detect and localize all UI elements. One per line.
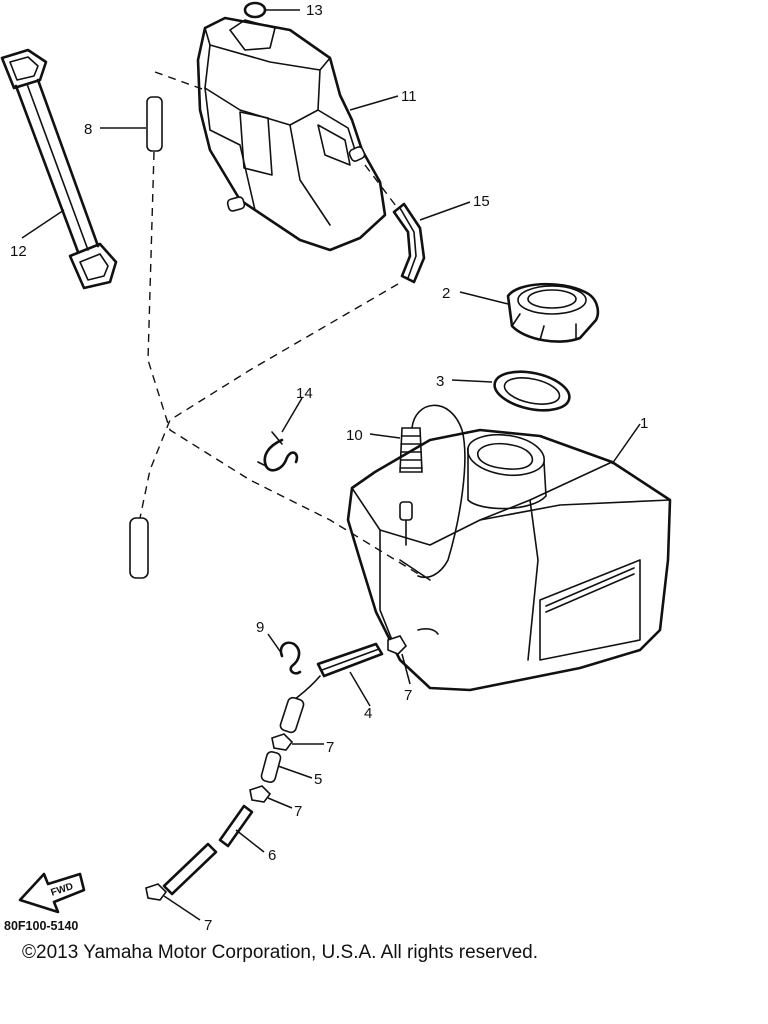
callout-15: 15 [473,193,490,210]
part-7-clamp-mid [271,733,324,751]
callout-5: 5 [314,771,322,788]
callout-14: 14 [296,385,313,402]
part-7-clamp-lower [249,785,293,809]
part-8-hose [100,71,421,576]
part-14-clip [257,397,303,472]
part-4-fuel-hose [279,642,384,734]
callout-12: 12 [10,243,27,260]
callout-1: 1 [640,415,648,432]
part-15-hose [129,164,471,579]
callout-13: 13 [306,2,323,19]
part-6-hose [162,804,265,896]
part-13-cap [243,1,300,19]
copyright-notice: ©2013 Yamaha Motor Corporation, U.S.A. A… [22,942,538,963]
part-5-fitting [260,751,313,783]
callout-9: 9 [256,619,264,636]
part-12-strap [0,48,118,290]
part-9-clip [267,633,302,675]
callout-10: 10 [346,427,363,444]
callout-11: 11 [401,88,417,105]
callout-7d: 7 [204,917,212,934]
part-1-fuel-tank [346,423,672,692]
part-7-clamp-upper [387,635,411,685]
callout-2: 2 [442,285,450,302]
part-11-oil-tank [196,16,399,252]
part-10-breather-nipple [369,404,466,579]
callout-4: 4 [364,705,372,722]
fwd-arrow-icon: FWD [18,872,86,914]
callout-7b: 7 [326,739,334,756]
part-3-gasket [451,370,571,412]
part-7-clamp-bottom [145,883,201,921]
part-2-filler-cap [459,282,600,343]
callout-7c: 7 [294,803,302,820]
callout-8: 8 [84,121,92,138]
diagram-code: 80F100-5140 [4,919,78,933]
callout-7a: 7 [404,687,412,704]
callout-3: 3 [436,373,444,390]
callout-6: 6 [268,847,276,864]
